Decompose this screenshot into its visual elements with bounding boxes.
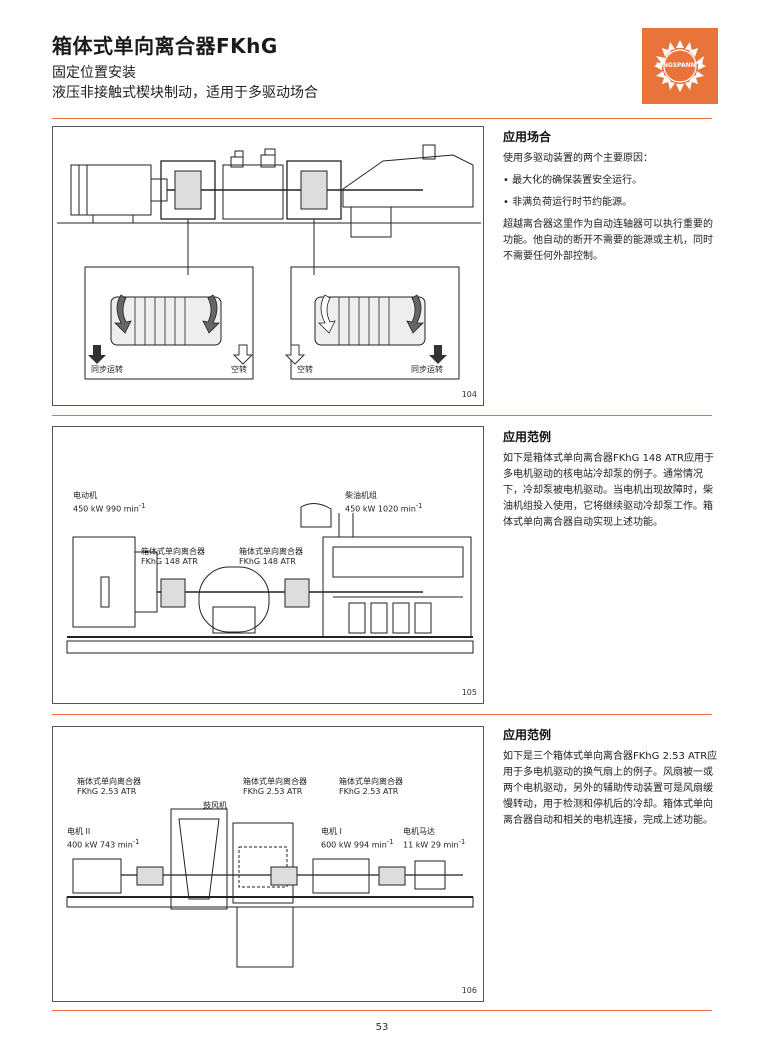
reasons-list: • 最大化的确保装置安全运行。 • 非满负荷运行时节约能源。 (503, 173, 718, 211)
label-motor: 电动机 450 kW 990 min-1 (73, 491, 146, 514)
label-clutch-b: 箱体式单向离合器 FKhG 2.53 ATR (243, 777, 307, 796)
section-heading: 应用范例 (503, 430, 552, 444)
divider-2 (52, 714, 712, 715)
label-idle-right: 空转 (297, 365, 313, 374)
logo-text: RINGSPANN (656, 62, 696, 69)
divider-bottom (52, 1010, 712, 1011)
divider-1 (52, 415, 712, 416)
label-motor-1: 电机 I 600 kW 994 min-1 (321, 827, 394, 850)
label-sync-left: 同步运转 (91, 365, 123, 374)
figure-104-box: 同步运转 空转 空转 同步运转 104 (52, 126, 484, 406)
figure-number: 104 (461, 390, 477, 399)
list-item: • 非满负荷运行时节约能源。 (503, 197, 633, 208)
label-clutch-a: 箱体式单向离合器 FKhG 2.53 ATR (77, 777, 141, 796)
body-text: 如下是箱体式单向离合器FKhG 148 ATR应用于多电机驱动的核电站冷却泵的例… (503, 453, 714, 528)
label-clutch-2: 箱体式单向离合器 FKhG 148 ATR (239, 547, 303, 566)
subtitle-mounting: 固定位置安装 (52, 65, 136, 81)
divider-top (52, 118, 712, 119)
label-clutch-1: 箱体式单向离合器 FKhG 148 ATR (141, 547, 205, 566)
label-motor-2: 电机 II 400 kW 743 min-1 (67, 827, 140, 850)
figure-106-box: 箱体式单向离合器 FKhG 2.53 ATR 箱体式单向离合器 FKhG 2.5… (52, 726, 484, 1002)
figure-105-box: 电动机 450 kW 990 min-1 柴油机组 450 kW 1020 mi… (52, 426, 484, 704)
intro-text: 使用多驱动装置的两个主要原因： (503, 153, 653, 164)
section-applications: 应用场合 使用多驱动装置的两个主要原因： • 最大化的确保装置安全运行。 • 非… (503, 128, 718, 265)
motor-spec: 450 kW 990 min (73, 504, 139, 514)
diesel-name: 柴油机组 (345, 491, 377, 500)
label-fan: 鼓风机 (203, 801, 227, 810)
drive-train-illustration (57, 144, 481, 380)
page-title: 箱体式单向离合器FKhG (52, 34, 278, 58)
list-item: • 最大化的确保装置安全运行。 (503, 175, 643, 186)
label-clutch-c: 箱体式单向离合器 FKhG 2.53 ATR (339, 777, 403, 796)
body-text: 如下是三个箱体式单向离合器FKhG 2.53 ATR应用于多电机驱动的换气扇上的… (503, 751, 718, 826)
section-example-1: 应用范例 如下是箱体式单向离合器FKhG 148 ATR应用于多电机驱动的核电站… (503, 428, 718, 531)
ringspann-logo: RINGSPANN (642, 28, 718, 104)
diesel-spec: 450 kW 1020 min (345, 504, 416, 514)
page-number: 53 (375, 1022, 389, 1033)
pump-drive-illustration (66, 503, 474, 654)
figure-number: 106 (461, 986, 477, 995)
subtitle-feature: 液压非接触式楔块制动，适用于多驱动场合 (52, 85, 318, 101)
section-heading: 应用范例 (503, 728, 552, 742)
label-diesel: 柴油机组 450 kW 1020 min-1 (345, 491, 423, 514)
label-idle-left: 空转 (231, 365, 247, 374)
section-heading: 应用场合 (503, 130, 552, 144)
label-aux-motor: 电机马达 11 kW 29 min-1 (403, 827, 466, 850)
label-sync-right: 同步运转 (411, 365, 443, 374)
motor-name: 电动机 (73, 491, 97, 500)
body-text: 超越离合器这里作为自动连轴器可以执行重要的功能。他自动的断开不需要的能源或主机，… (503, 219, 713, 262)
section-example-2: 应用范例 如下是三个箱体式单向离合器FKhG 2.53 ATR应用于多电机驱动的… (503, 726, 718, 829)
figure-number: 105 (461, 688, 477, 697)
fan-drive-illustration (66, 808, 474, 968)
